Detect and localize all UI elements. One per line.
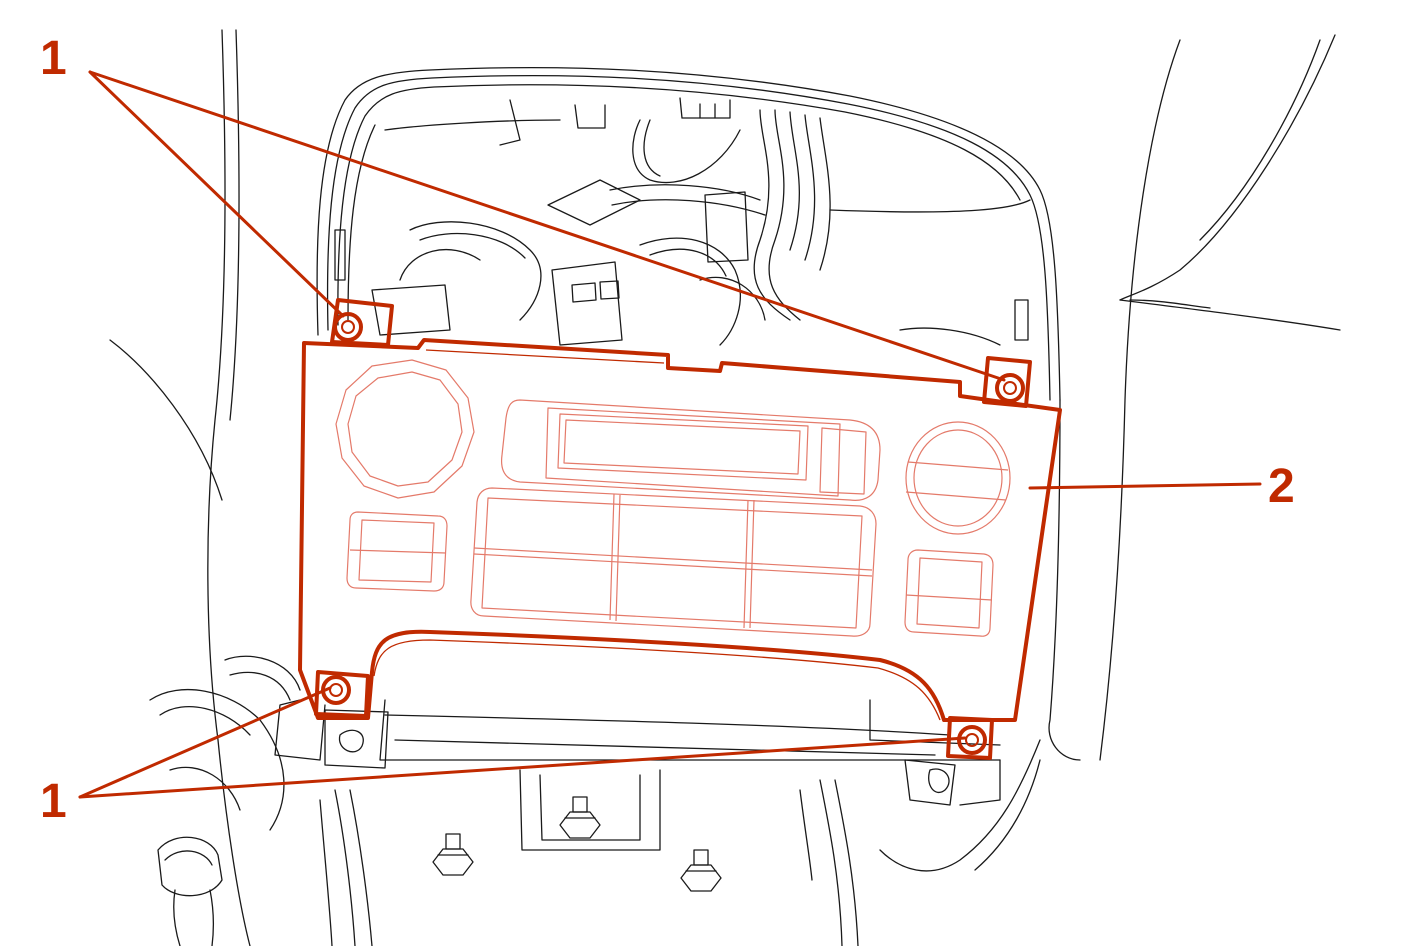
display-window (500, 399, 881, 501)
leader-bottom-to-bottom-left (78, 686, 332, 799)
leader-panel (1028, 482, 1262, 490)
leader-lines (78, 70, 1262, 799)
center-button-grid (470, 487, 877, 637)
nut-right (680, 849, 722, 892)
control-panel-outline (298, 338, 1062, 722)
left-button-block (346, 511, 448, 592)
right-knob (905, 421, 1011, 535)
callout-panel: 2 (1268, 460, 1295, 513)
fastener-top-left (330, 298, 394, 347)
fasteners (314, 298, 1032, 760)
nut-center (559, 796, 601, 839)
dashboard-background-art (109, 29, 1341, 947)
left-knob (335, 359, 475, 499)
fastener-top-right (982, 356, 1032, 408)
nut-left (432, 833, 474, 876)
callout-fastener-bottom: 1 (40, 775, 67, 828)
right-button-block (904, 549, 994, 637)
leader-top-to-top-left (88, 70, 345, 318)
fastener-bottom-left (314, 670, 370, 718)
fastener-bottom-right (946, 716, 994, 760)
leader-bottom-to-bottom-right (78, 736, 967, 799)
leader-top-to-top-right (88, 70, 1006, 382)
control-panel-details (335, 359, 1011, 637)
callout-fastener-top: 1 (40, 32, 67, 85)
